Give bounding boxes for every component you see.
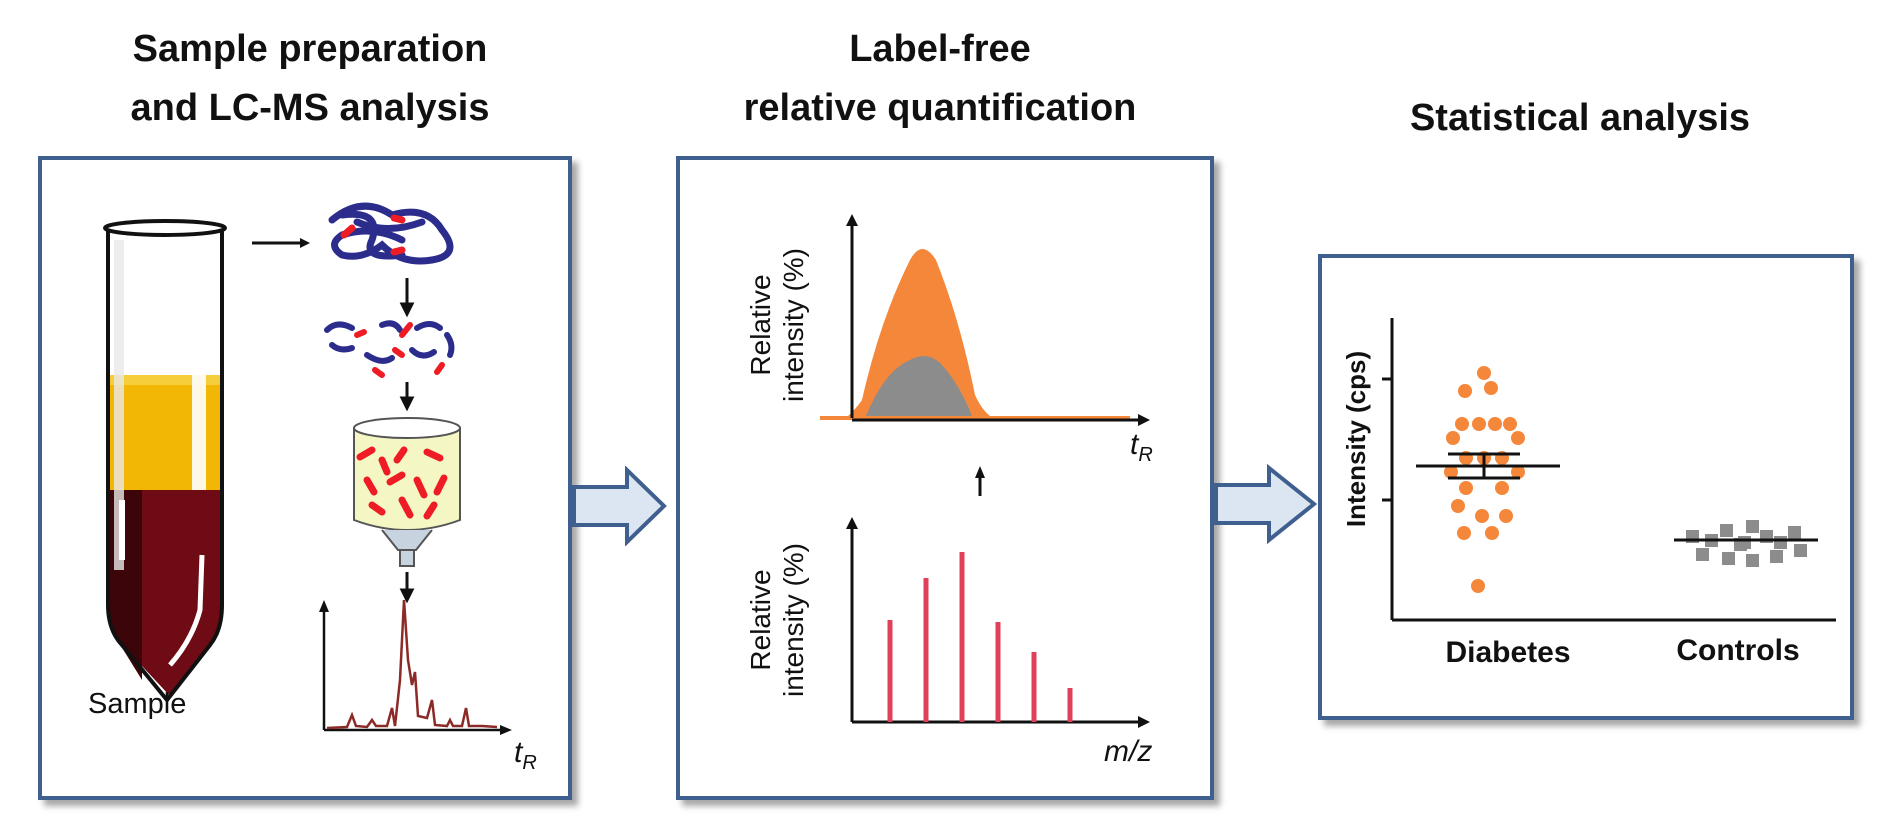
diabetes-point (1484, 381, 1498, 395)
chromatogram-x-axis-label: tR (514, 736, 537, 775)
test-tube-icon (103, 219, 227, 704)
panel-1-title-line-1: Sample preparation (132, 28, 488, 70)
chromatogram-x-axis-sub: R (522, 752, 537, 774)
diabetes-point (1455, 417, 1469, 431)
panel-1-title-line-2: and LC-MS analysis (130, 87, 490, 129)
panel-sample-preparation: Sample tR (38, 156, 572, 800)
diabetes-point (1459, 481, 1473, 495)
diabetes-point (1472, 417, 1486, 431)
diabetes-point (1477, 366, 1491, 380)
controls-point (1738, 536, 1751, 549)
controls-points (1686, 520, 1807, 567)
peptides-icon (324, 320, 455, 378)
controls-point (1696, 548, 1709, 561)
protein-icon (328, 202, 454, 265)
controls-point (1746, 520, 1759, 533)
diabetes-point (1495, 481, 1509, 495)
panel-statistical-analysis: Intensity (cps) Diabetes Controls (1318, 254, 1854, 720)
diabetes-point (1444, 465, 1458, 479)
flow-arrow-icon (399, 278, 415, 318)
top-plot-x-axis-label: tR (1130, 428, 1153, 467)
flow-arrow-icon (1214, 464, 1318, 544)
flow-arrow-icon (252, 238, 310, 248)
bottom-plot-y-label-line-1: Relative (745, 569, 776, 671)
chromatographic-peak-plot (820, 214, 1150, 426)
diabetes-point (1475, 509, 1489, 523)
controls-point (1722, 552, 1735, 565)
diabetes-point (1488, 417, 1502, 431)
diabetes-points (1444, 366, 1525, 593)
sample-label: Sample (88, 688, 187, 720)
scatter-plot (1382, 318, 1836, 622)
stat-y-axis-label: Intensity (cps) (1341, 350, 1371, 528)
sample-prep-illustration (103, 202, 512, 735)
panel-2-title: Label-free relative quantification (640, 20, 1240, 138)
bottom-plot-y-label-line-2: intensity (%) (778, 542, 809, 698)
diabetes-point (1485, 526, 1499, 540)
diabetes-point (1503, 417, 1517, 431)
chromatogram-icon (319, 599, 512, 735)
panel-label-free-quantification: Relative intensity (%) tR Relative inten… (676, 156, 1214, 800)
flow-arrow-icon (399, 572, 415, 604)
group-label-diabetes: Diabetes (1445, 636, 1571, 669)
diabetes-point (1458, 384, 1472, 398)
group-label-controls: Controls (1676, 634, 1800, 667)
top-plot-y-label-line-2: intensity (%) (778, 247, 809, 403)
diabetes-point (1446, 431, 1460, 445)
diabetes-point (1511, 431, 1525, 445)
bottom-plot-x-axis-label: m/z (1104, 735, 1153, 768)
top-plot-x-axis-var: t (1130, 428, 1139, 461)
flow-arrow-icon (399, 382, 415, 412)
flow-arrow-icon (572, 466, 667, 546)
panel-1-title: Sample preparation and LC-MS analysis (30, 20, 590, 138)
controls-point (1746, 554, 1759, 567)
panel-2-title-line-2: relative quantification (743, 87, 1137, 129)
quantification-illustration (820, 214, 1150, 728)
top-plot-y-label-line-1: Relative (745, 274, 776, 376)
panel-2-title-line-1: Label-free (849, 28, 1031, 70)
diabetes-point (1499, 509, 1513, 523)
chromatogram-x-axis-var: t (514, 736, 523, 769)
controls-point (1794, 544, 1807, 557)
diabetes-point (1451, 499, 1465, 513)
controls-point (1720, 524, 1733, 537)
panel-3-title: Statistical analysis (1320, 89, 1840, 148)
diabetes-mean-sem (1416, 452, 1560, 480)
diabetes-point (1471, 579, 1485, 593)
controls-point (1770, 550, 1783, 563)
diabetes-point (1457, 526, 1471, 540)
top-plot-x-axis-sub: R (1138, 444, 1153, 466)
diabetes-point (1511, 465, 1525, 479)
controls-point (1788, 526, 1801, 539)
flow-arrow-icon (975, 466, 985, 496)
controls-point (1774, 536, 1787, 549)
top-plot-y-axis-label: Relative intensity (%) (744, 230, 810, 420)
mass-spectrum-plot (846, 517, 1150, 728)
column-icon (353, 417, 461, 567)
bottom-plot-y-axis-label: Relative intensity (%) (744, 520, 810, 720)
panel-3-title-line-1: Statistical analysis (1409, 97, 1751, 139)
